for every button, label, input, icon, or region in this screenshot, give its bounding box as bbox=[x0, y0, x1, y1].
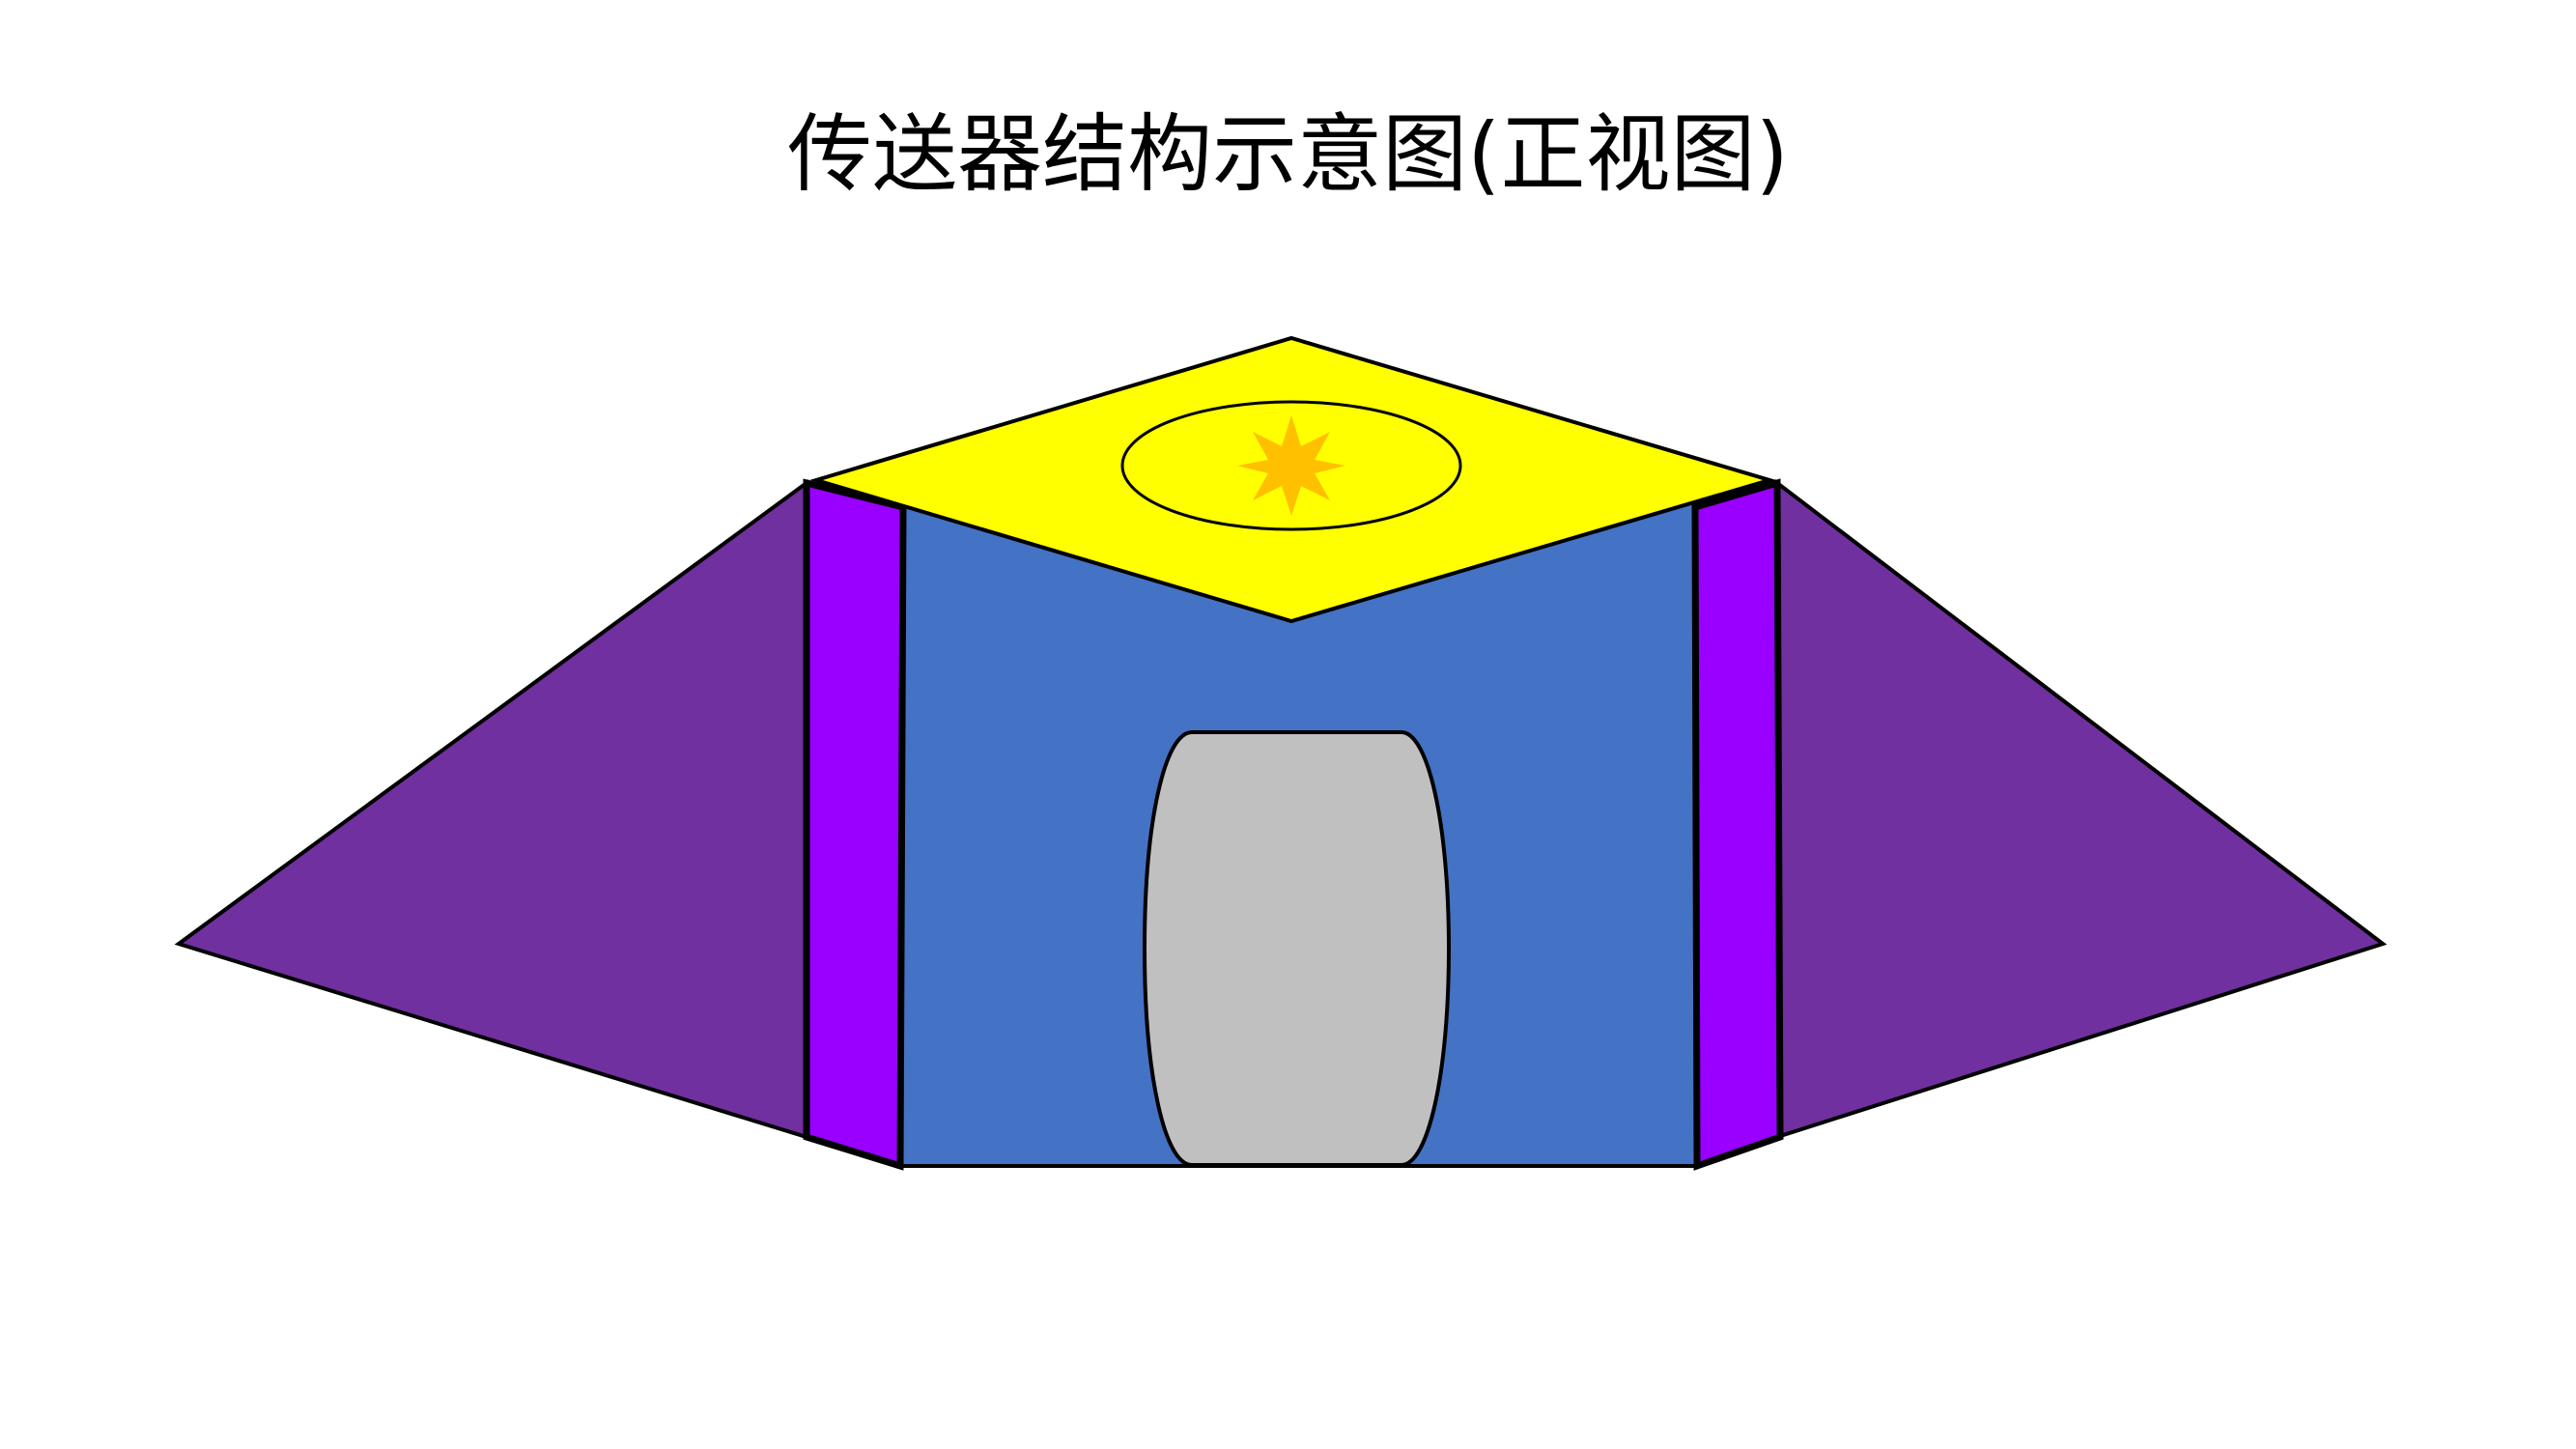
sun-icon bbox=[1237, 415, 1345, 516]
diagram-title: 传送器结构示意图(正视图) bbox=[787, 104, 1789, 204]
right-wing bbox=[1775, 478, 2388, 1140]
left-pillar bbox=[803, 478, 907, 1171]
right-pillar bbox=[1691, 478, 1784, 1171]
left-wing bbox=[174, 479, 808, 1140]
door bbox=[1142, 730, 1452, 1167]
top-ring bbox=[1120, 400, 1462, 531]
